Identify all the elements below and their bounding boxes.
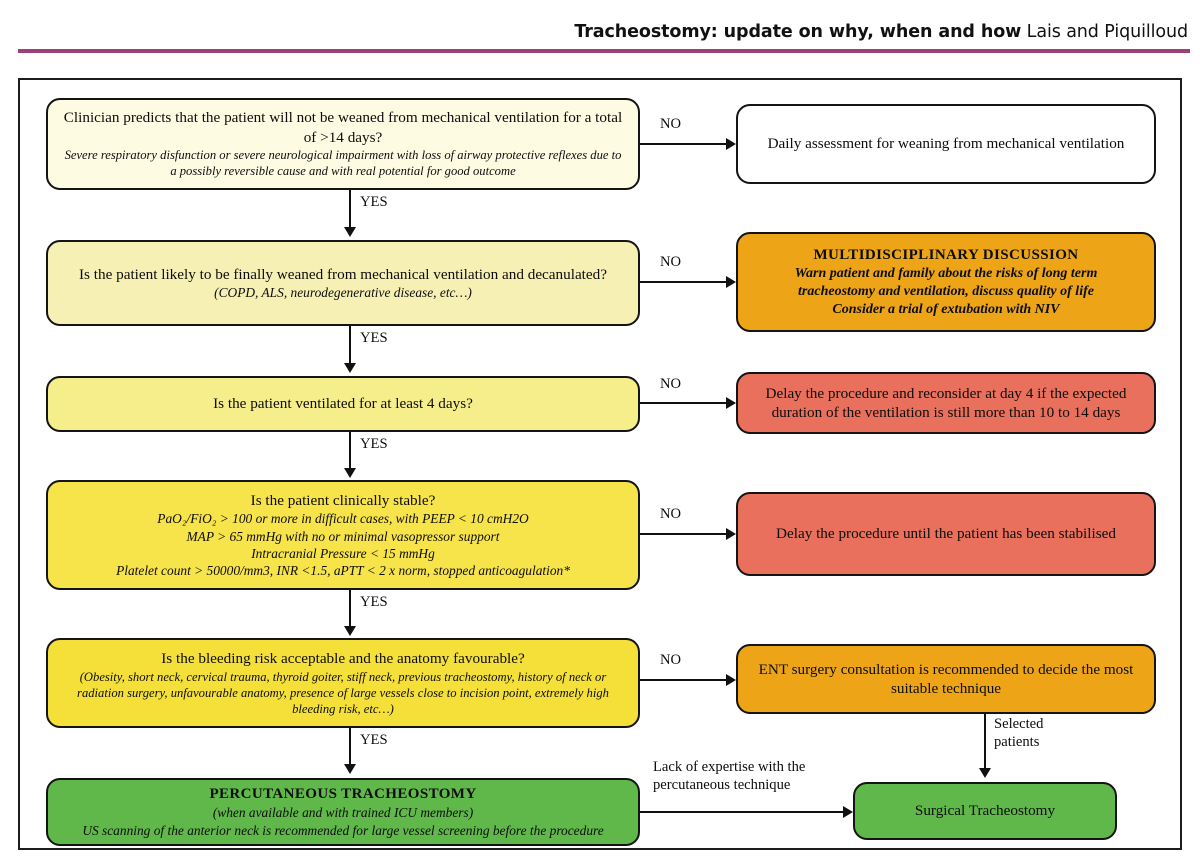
header-divider-rule [18, 49, 1190, 53]
stability-criterion-1: PaO₂/FiO₂ > 100 or more in difficult cas… [157, 511, 529, 527]
decision-predicted-weaning-detail: Severe respiratory disfunction or severe… [64, 148, 622, 179]
arrow-q2-to-q3 [344, 363, 356, 373]
edge-label-lack-of-expertise: Lack of expertise with the percutaneous … [653, 759, 853, 795]
decision-finally-weaned-detail: (COPD, ALS, neurodegenerative disease, e… [214, 285, 472, 301]
edge-label-yes-1: YES [360, 194, 388, 210]
connector-q5-to-out5 [640, 679, 726, 681]
arrow-q3-to-out3 [726, 397, 736, 409]
page-header: Tracheostomy: update on why, when and ho… [0, 0, 1200, 56]
connector-q3-to-out3 [640, 402, 726, 404]
percutaneous-heading: PERCUTANEOUS TRACHEOSTOMY [209, 786, 477, 803]
edge-label-selected-patients: Selected patients [994, 716, 1104, 752]
edge-label-yes-4: YES [360, 594, 388, 610]
outcome-delay-until-stabilised-text: Delay the procedure until the patient ha… [776, 525, 1116, 543]
multidisciplinary-heading: MULTIDISCIPLINARY DISCUSSION [813, 246, 1079, 263]
connector-ent-to-surgical [984, 714, 986, 770]
decision-predicted-weaning[interactable]: Clinician predicts that the patient will… [46, 98, 640, 190]
outcome-daily-assessment-text: Daily assessment for weaning from mechan… [767, 135, 1125, 153]
percutaneous-subtitle: (when available and with trained ICU mem… [212, 805, 474, 821]
outcome-surgical-tracheostomy-text: Surgical Tracheostomy [914, 802, 1056, 820]
selected-patients-line-2: patients [994, 733, 1040, 750]
arrow-percutaneous-to-surgical [843, 806, 853, 818]
outcome-delay-until-stabilised[interactable]: Delay the procedure until the patient ha… [736, 492, 1156, 576]
arrow-q1-to-q2 [344, 227, 356, 237]
page-title-authors: Lais and Piquilloud [1026, 22, 1188, 42]
edge-label-yes-2: YES [360, 330, 388, 346]
decision-bleeding-risk-detail: (Obesity, short neck, cervical trauma, t… [77, 669, 609, 716]
connector-percutaneous-to-surgical [640, 811, 843, 813]
selected-patients-line-1: Selected [994, 716, 1044, 732]
decision-ventilated-4-days[interactable]: Is the patient ventilated for at least 4… [46, 376, 640, 432]
decision-predicted-weaning-question: Clinician predicts that the patient will… [63, 109, 623, 146]
decision-clinically-stable[interactable]: Is the patient clinically stable? PaO₂/F… [46, 480, 640, 590]
decision-finally-weaned-question: Is the patient likely to be finally wean… [79, 265, 607, 283]
connector-q5-to-percutaneous [349, 728, 351, 766]
arrow-q1-to-out1 [726, 138, 736, 150]
flowchart-frame: Clinician predicts that the patient will… [18, 78, 1182, 850]
outcome-multidisciplinary-discussion[interactable]: MULTIDISCIPLINARY DISCUSSION Warn patien… [736, 232, 1156, 332]
percutaneous-us-note: US scanning of the anterior neck is reco… [82, 822, 604, 838]
outcome-surgical-tracheostomy[interactable]: Surgical Tracheostomy [853, 782, 1117, 840]
outcome-ent-consultation-text: ENT surgery consultation is recommended … [758, 660, 1134, 697]
decision-bleeding-risk-anatomy[interactable]: Is the bleeding risk acceptable and the … [46, 638, 640, 728]
arrow-ent-to-surgical [979, 768, 991, 778]
connector-q1-to-q2 [349, 190, 351, 229]
outcome-delay-reconsider-day4[interactable]: Delay the procedure and reconsider at da… [736, 372, 1156, 434]
decision-clinically-stable-question: Is the patient clinically stable? [250, 491, 436, 509]
connector-q3-to-q4 [349, 432, 351, 470]
edge-label-no-1: NO [660, 116, 682, 132]
arrow-q5-to-percutaneous [344, 764, 356, 774]
multidisciplinary-line-3: Consider a trial of extubation with NIV [832, 301, 1060, 317]
page-title: Tracheostomy: update on why, when and ho… [574, 22, 1188, 42]
lack-expertise-line-1: Lack of expertise with the [653, 759, 806, 775]
edge-label-no-2: NO [660, 254, 682, 270]
connector-q4-to-out4 [640, 533, 726, 535]
decision-finally-weaned[interactable]: Is the patient likely to be finally wean… [46, 240, 640, 326]
outcome-daily-assessment[interactable]: Daily assessment for weaning from mechan… [736, 104, 1156, 184]
multidisciplinary-line-1: Warn patient and family about the risks … [794, 265, 1098, 281]
page-title-main: Tracheostomy: update on why, when and ho… [574, 22, 1022, 42]
edge-label-no-3: NO [660, 376, 682, 392]
connector-q4-to-q5 [349, 590, 351, 628]
stability-criterion-2: MAP > 65 mmHg with no or minimal vasopre… [186, 528, 500, 544]
connector-q2-to-q3 [349, 326, 351, 365]
stability-criterion-3: Intracranial Pressure < 15 mmHg [251, 545, 435, 561]
arrow-q4-to-out4 [726, 528, 736, 540]
multidisciplinary-line-2: tracheostomy and ventilation, discuss qu… [798, 283, 1094, 299]
outcome-ent-consultation[interactable]: ENT surgery consultation is recommended … [736, 644, 1156, 714]
arrow-q5-to-out5 [726, 674, 736, 686]
stability-criterion-4: Platelet count > 50000/mm3, INR <1.5, aP… [116, 562, 570, 578]
arrow-q4-to-q5 [344, 626, 356, 636]
arrow-q3-to-q4 [344, 468, 356, 478]
arrow-q2-to-out2 [726, 276, 736, 288]
edge-label-yes-3: YES [360, 436, 388, 452]
decision-bleeding-risk-question: Is the bleeding risk acceptable and the … [161, 650, 525, 668]
edge-label-no-5: NO [660, 652, 682, 668]
connector-q2-to-out2 [640, 281, 726, 283]
connector-q1-to-out1 [640, 143, 726, 145]
edge-label-no-4: NO [660, 506, 682, 522]
edge-label-yes-5: YES [360, 732, 388, 748]
outcome-delay-reconsider-text: Delay the procedure and reconsider at da… [765, 384, 1127, 421]
outcome-percutaneous-tracheostomy[interactable]: PERCUTANEOUS TRACHEOSTOMY (when availabl… [46, 778, 640, 846]
decision-ventilated-4-days-question: Is the patient ventilated for at least 4… [213, 395, 473, 413]
lack-expertise-line-2: percutaneous technique [653, 776, 791, 793]
